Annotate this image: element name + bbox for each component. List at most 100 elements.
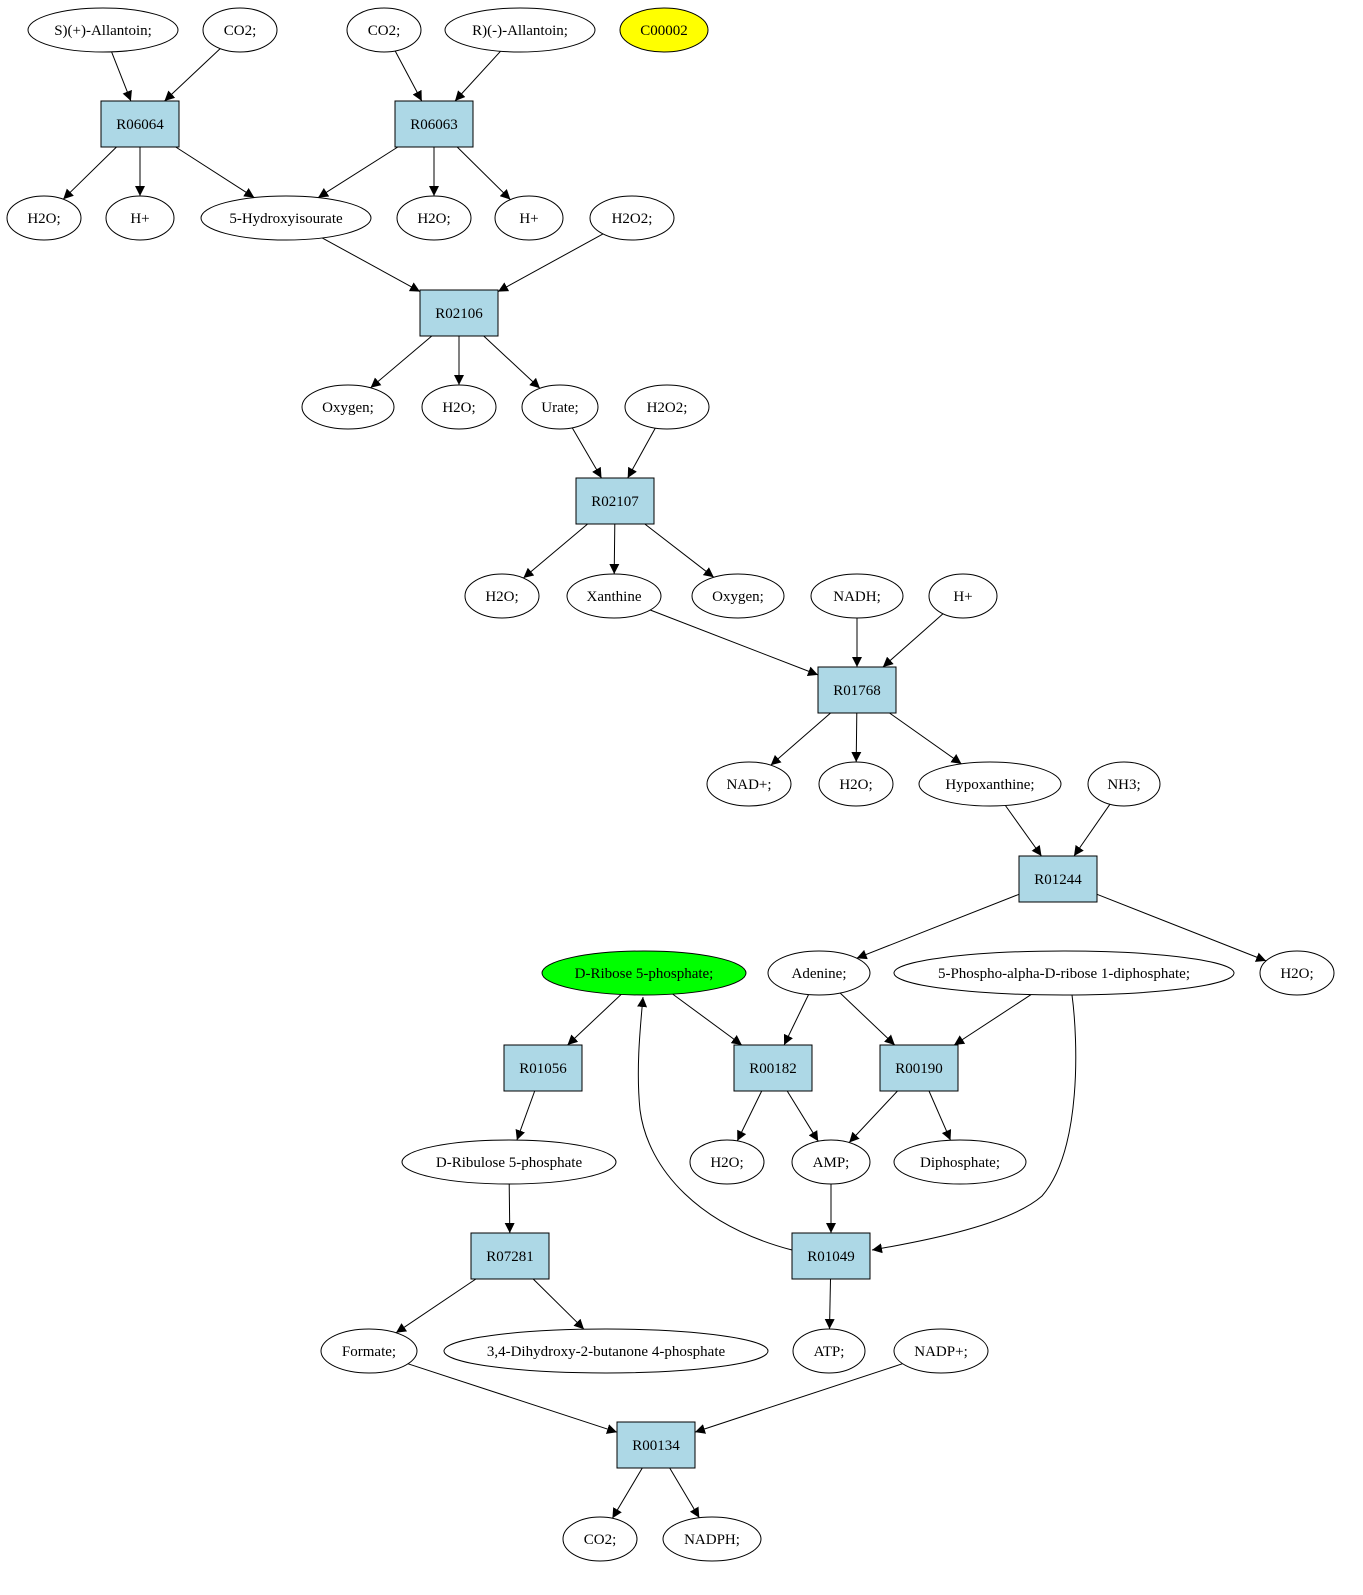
compound-node-h2o_1[interactable]: H2O; <box>6 195 82 241</box>
compound-node-adenine[interactable]: Adenine; <box>767 950 871 996</box>
compound-ellipse[interactable] <box>6 195 82 241</box>
compound-ellipse[interactable] <box>401 1139 617 1185</box>
compound-ellipse[interactable] <box>893 950 1235 996</box>
compound-node-c00002[interactable]: C00002 <box>619 7 709 53</box>
compound-node-hypoxanthine[interactable]: Hypoxanthine; <box>918 761 1062 807</box>
compound-ellipse[interactable] <box>918 761 1062 807</box>
compound-ellipse[interactable] <box>689 1139 765 1185</box>
compound-node-hplus_1[interactable]: H+ <box>105 195 175 241</box>
compound-node-h2o_2[interactable]: H2O; <box>396 195 472 241</box>
compound-ellipse[interactable] <box>928 573 998 619</box>
compound-ellipse[interactable] <box>346 7 422 53</box>
compound-node-h2o_6[interactable]: H2O; <box>1259 950 1335 996</box>
compound-node-hydroxyisourate[interactable]: 5-Hydroxyisourate <box>200 195 372 241</box>
compound-ellipse[interactable] <box>662 1516 762 1562</box>
compound-node-co2_a[interactable]: CO2; <box>202 7 278 53</box>
compound-node-oxygen_2[interactable]: Oxygen; <box>691 573 785 619</box>
reaction-box[interactable] <box>100 100 180 148</box>
compound-node-formate[interactable]: Formate; <box>320 1328 418 1374</box>
compound-node-atp[interactable]: ATP; <box>792 1328 866 1374</box>
compound-node-h2o2_1[interactable]: H2O2; <box>589 195 675 241</box>
compound-ellipse[interactable] <box>818 761 894 807</box>
reaction-box[interactable] <box>791 1232 871 1280</box>
reaction-node-R02106[interactable]: R02106 <box>419 289 499 337</box>
reaction-box[interactable] <box>1018 855 1098 903</box>
reaction-node-R00134[interactable]: R00134 <box>616 1421 696 1469</box>
compound-ellipse[interactable] <box>320 1328 418 1374</box>
compound-node-dhbp[interactable]: 3,4-Dihydroxy-2-butanone 4-phosphate <box>443 1328 769 1374</box>
reaction-node-R07281[interactable]: R07281 <box>470 1232 550 1280</box>
reaction-box[interactable] <box>879 1044 959 1092</box>
compound-node-h2o_3[interactable]: H2O; <box>421 384 497 430</box>
compound-node-nadph[interactable]: NADPH; <box>662 1516 762 1562</box>
compound-ellipse[interactable] <box>792 1328 866 1374</box>
reaction-node-R00190[interactable]: R00190 <box>879 1044 959 1092</box>
compound-node-ribose5p[interactable]: D-Ribose 5-phosphate; <box>541 950 747 996</box>
compound-node-oxygen_1[interactable]: Oxygen; <box>301 384 395 430</box>
compound-ellipse[interactable] <box>791 1139 871 1185</box>
compound-node-nh3[interactable]: NH3; <box>1087 761 1161 807</box>
reaction-box[interactable] <box>394 100 474 148</box>
compound-node-amp[interactable]: AMP; <box>791 1139 871 1185</box>
compound-ellipse[interactable] <box>396 195 472 241</box>
compound-ellipse[interactable] <box>810 573 904 619</box>
compound-node-co2_b[interactable]: CO2; <box>346 7 422 53</box>
compound-node-nadplus[interactable]: NAD+; <box>706 761 792 807</box>
reaction-box[interactable] <box>470 1232 550 1280</box>
compound-node-hplus_3[interactable]: H+ <box>928 573 998 619</box>
compound-node-urate[interactable]: Urate; <box>521 384 599 430</box>
compound-ellipse[interactable] <box>494 195 564 241</box>
compound-node-co2_c[interactable]: CO2; <box>562 1516 638 1562</box>
reaction-box[interactable] <box>616 1421 696 1469</box>
compound-ellipse[interactable] <box>464 573 540 619</box>
compound-node-h2o_4[interactable]: H2O; <box>464 573 540 619</box>
compound-ellipse[interactable] <box>444 7 596 53</box>
compound-ellipse[interactable] <box>589 195 675 241</box>
reaction-box[interactable] <box>575 477 655 525</box>
compound-node-hplus_2[interactable]: H+ <box>494 195 564 241</box>
reaction-node-R01056[interactable]: R01056 <box>503 1044 583 1092</box>
compound-node-xanthine[interactable]: Xanthine <box>566 573 662 619</box>
compound-ellipse[interactable] <box>105 195 175 241</box>
compound-node-nadpplus[interactable]: NADP+; <box>893 1328 989 1374</box>
compound-ellipse[interactable] <box>521 384 599 430</box>
compound-ellipse[interactable] <box>624 384 710 430</box>
reaction-node-R01768[interactable]: R01768 <box>817 666 897 714</box>
compound-ellipse[interactable] <box>200 195 372 241</box>
compound-ellipse[interactable] <box>1259 950 1335 996</box>
compound-node-s_allantoin[interactable]: S)(+)-Allantoin; <box>27 7 179 53</box>
compound-ellipse[interactable] <box>893 1139 1027 1185</box>
compound-ellipse[interactable] <box>421 384 497 430</box>
compound-ellipse[interactable] <box>566 573 662 619</box>
compound-ellipse[interactable] <box>562 1516 638 1562</box>
compound-ellipse[interactable] <box>619 7 709 53</box>
compound-ellipse[interactable] <box>706 761 792 807</box>
reaction-node-R01244[interactable]: R01244 <box>1018 855 1098 903</box>
compound-node-r_allantoin[interactable]: R)(-)-Allantoin; <box>444 7 596 53</box>
compound-ellipse[interactable] <box>1087 761 1161 807</box>
compound-ellipse[interactable] <box>443 1328 769 1374</box>
compound-ellipse[interactable] <box>301 384 395 430</box>
compound-ellipse[interactable] <box>27 7 179 53</box>
compound-ellipse[interactable] <box>893 1328 989 1374</box>
compound-node-h2o2_2[interactable]: H2O2; <box>624 384 710 430</box>
compound-node-h2o_7[interactable]: H2O; <box>689 1139 765 1185</box>
compound-node-prpp[interactable]: 5-Phospho-alpha-D-ribose 1-diphosphate; <box>893 950 1235 996</box>
reaction-node-R01049[interactable]: R01049 <box>791 1232 871 1280</box>
reaction-node-R06063[interactable]: R06063 <box>394 100 474 148</box>
reaction-box[interactable] <box>733 1044 813 1092</box>
compound-ellipse[interactable] <box>691 573 785 619</box>
reaction-box[interactable] <box>503 1044 583 1092</box>
reaction-node-R02107[interactable]: R02107 <box>575 477 655 525</box>
reaction-box[interactable] <box>419 289 499 337</box>
reaction-node-R00182[interactable]: R00182 <box>733 1044 813 1092</box>
reaction-node-R06064[interactable]: R06064 <box>100 100 180 148</box>
compound-node-diphosphate[interactable]: Diphosphate; <box>893 1139 1027 1185</box>
compound-node-ribulose5p[interactable]: D-Ribulose 5-phosphate <box>401 1139 617 1185</box>
compound-ellipse[interactable] <box>541 950 747 996</box>
compound-ellipse[interactable] <box>767 950 871 996</box>
compound-node-h2o_5[interactable]: H2O; <box>818 761 894 807</box>
reaction-box[interactable] <box>817 666 897 714</box>
compound-ellipse[interactable] <box>202 7 278 53</box>
compound-node-nadh[interactable]: NADH; <box>810 573 904 619</box>
